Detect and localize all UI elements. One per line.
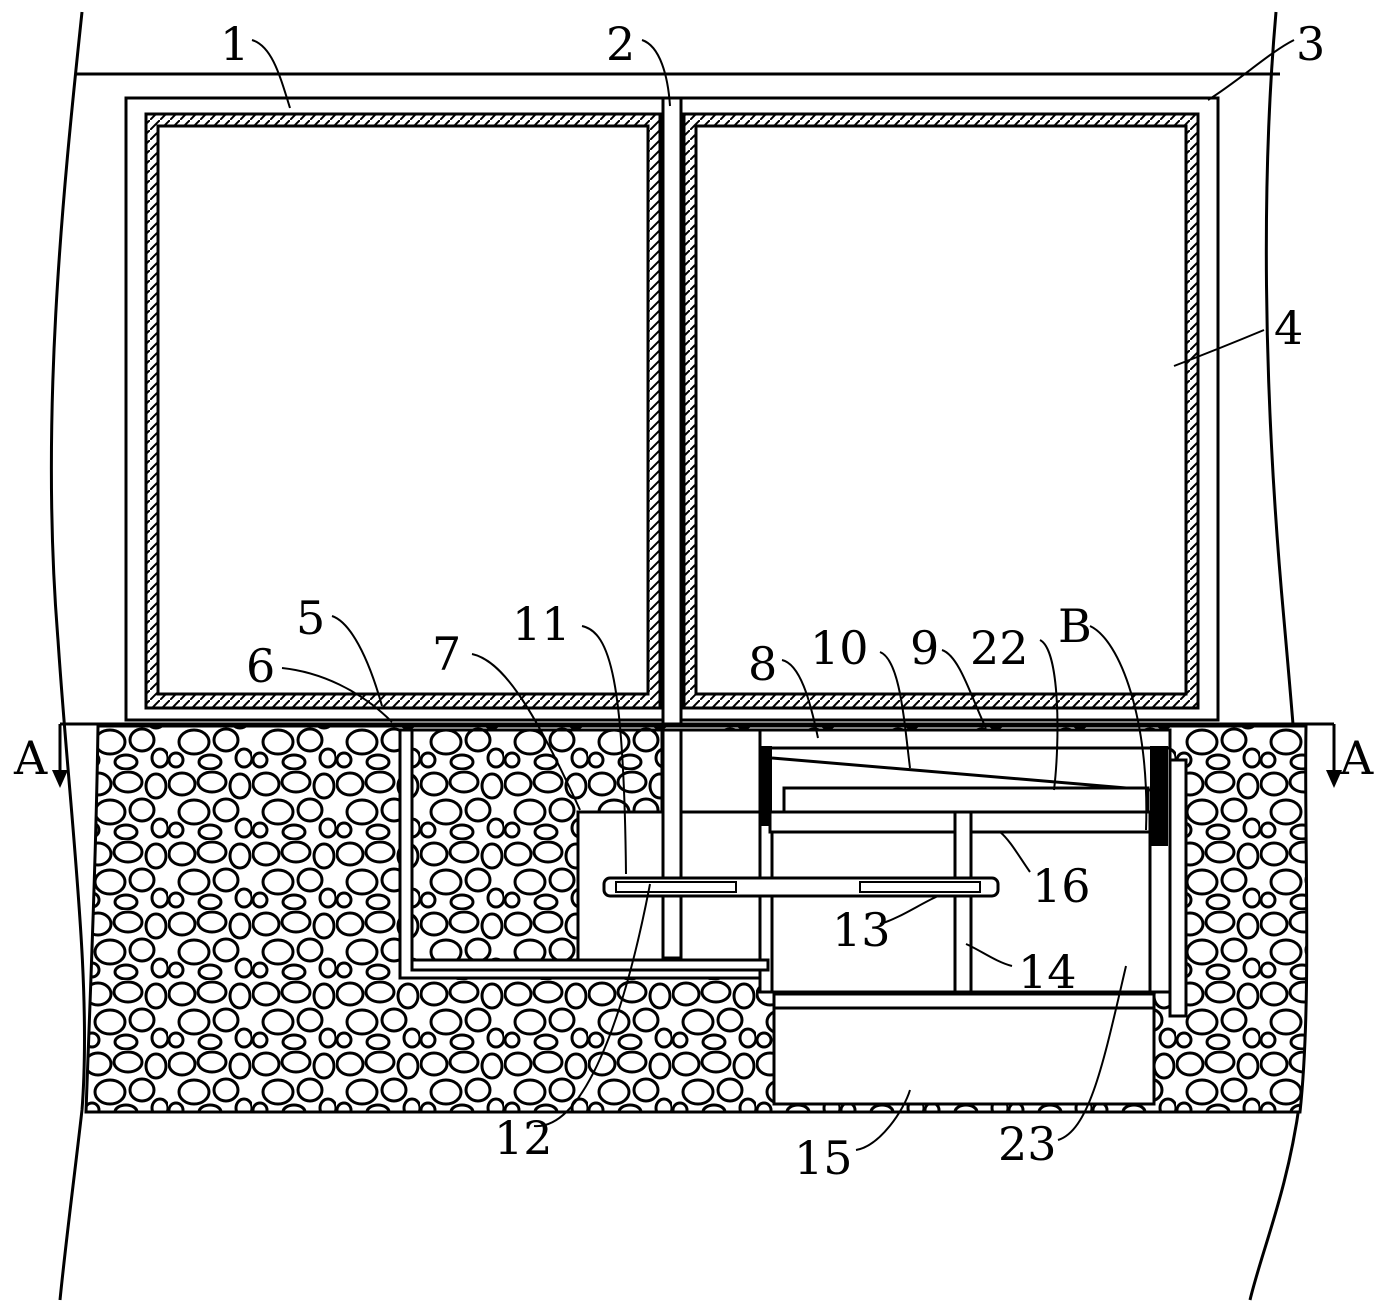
- callout-6: 6: [246, 639, 275, 693]
- callout-13: 13: [832, 903, 891, 957]
- callout-2: 2: [606, 17, 635, 71]
- callout-22: 22: [970, 621, 1029, 675]
- left-pane: [144, 112, 662, 710]
- section-mark-left: A: [13, 731, 48, 785]
- bottom-plate: [410, 958, 770, 972]
- section-line-a: [52, 722, 1342, 788]
- callout-9: 9: [910, 621, 939, 675]
- callout-11: 11: [512, 597, 571, 651]
- inner-box: [770, 810, 1152, 994]
- left-break-line: [49, 11, 87, 1301]
- lower-tank: [772, 992, 1156, 1106]
- callout-12: 12: [494, 1111, 553, 1165]
- callout-5: 5: [296, 591, 325, 645]
- callout-10: 10: [810, 621, 869, 675]
- callout-16: 16: [1032, 859, 1091, 913]
- right-pane: [682, 112, 1200, 710]
- callout-7: 7: [432, 627, 461, 681]
- callout-15: 15: [794, 1131, 853, 1185]
- callout-3: 3: [1296, 17, 1325, 71]
- leader-lines: [251, 39, 1295, 1151]
- left-cavity: [398, 728, 770, 980]
- section-mark-right: A: [1339, 731, 1374, 785]
- horizontal-rod: [602, 876, 1000, 898]
- callout-1: 1: [220, 17, 249, 71]
- callout-23: 23: [998, 1117, 1057, 1171]
- callout-b: B: [1058, 599, 1092, 653]
- callout-14: 14: [1018, 945, 1077, 999]
- callout-8: 8: [748, 637, 777, 691]
- callout-4: 4: [1274, 301, 1303, 355]
